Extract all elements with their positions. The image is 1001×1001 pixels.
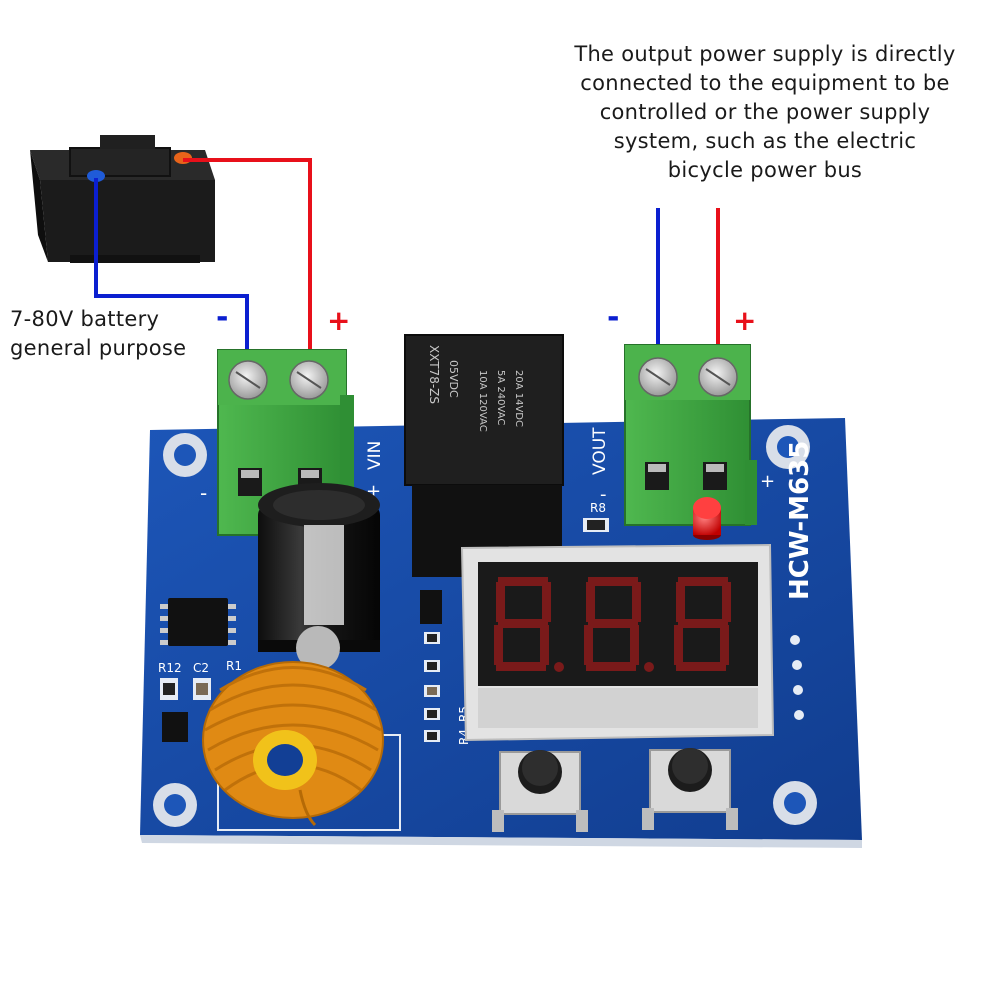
toroidal-inductor — [202, 661, 384, 827]
vout-minus-pin-label: - — [600, 484, 607, 505]
input-description-line: 7-80V battery — [10, 307, 160, 331]
relay: XXT78-ZS 05VDC 10A 120VAC 5A 240VAC 20A … — [404, 334, 564, 577]
mounting-hole — [766, 425, 810, 469]
mounting-hole — [153, 783, 197, 827]
mounting-hole — [163, 433, 207, 477]
output-description-line: connected to the equipment to be — [580, 71, 950, 95]
vout-label: VOUT — [590, 427, 610, 475]
mounting-hole — [773, 781, 817, 825]
output-positive-screw — [698, 357, 738, 397]
output-description: The output power supply is directly conn… — [520, 40, 1001, 185]
output-description-line: controlled or the power supply — [599, 100, 931, 124]
battery-negative-terminal — [87, 170, 105, 182]
input-description: 7-80V battery general purpose — [10, 305, 230, 363]
right-push-button[interactable] — [642, 748, 738, 830]
display-digit — [674, 577, 731, 671]
r1-label: R1 — [226, 659, 242, 673]
display-digit — [584, 577, 654, 672]
output-terminal-block — [624, 344, 757, 526]
output-plus-sign: + — [733, 304, 757, 337]
output-description-line: bicycle power bus — [667, 158, 863, 182]
input-plus-sign: + — [327, 304, 351, 337]
vin-label: VIN — [365, 441, 385, 470]
vin-minus-pin-label: - — [200, 481, 207, 505]
relay-marking-5: 20A 14VDC — [513, 370, 524, 427]
vout-plus-pin-label: + — [760, 471, 775, 492]
status-led — [693, 497, 721, 540]
output-negative-screw — [638, 357, 678, 397]
output-minus-sign: - — [607, 300, 620, 335]
relay-marking-4: 5A 240VAC — [495, 370, 506, 425]
left-push-button[interactable] — [492, 750, 588, 832]
input-positive-screw — [289, 360, 329, 400]
electrolytic-capacitor — [258, 483, 380, 670]
input-negative-wire — [94, 178, 249, 380]
ic-chip — [160, 598, 236, 646]
output-description-line: The output power supply is directly — [574, 42, 956, 66]
model-label: HCW-M635 — [785, 441, 815, 600]
display-digits — [494, 577, 731, 672]
battery-icon — [30, 135, 215, 263]
input-negative-screw — [228, 360, 268, 400]
seven-segment-display — [460, 543, 775, 742]
input-minus-sign: - — [216, 300, 229, 335]
header-pins — [790, 635, 804, 720]
relay-marking-2: 05VDC — [447, 360, 460, 398]
c2-label: C2 — [193, 661, 209, 675]
relay-marking-3: 10A 120VAC — [477, 370, 488, 432]
output-description-line: system, such as the electric — [613, 129, 917, 153]
r12-label: R12 — [158, 661, 182, 675]
input-description-line: general purpose — [10, 336, 187, 360]
input-positive-wire — [183, 158, 312, 380]
r8-label: R8 — [590, 501, 606, 515]
display-digit — [494, 577, 564, 672]
relay-marking-1: XXT78-ZS — [427, 345, 441, 404]
smd-components — [160, 518, 609, 742]
